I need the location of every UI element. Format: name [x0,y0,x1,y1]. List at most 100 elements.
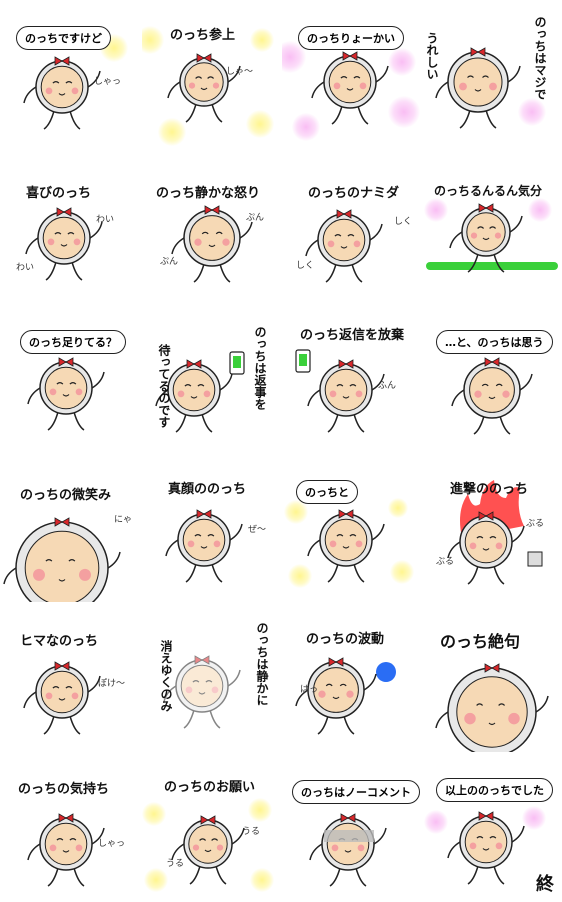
sticker-s8[interactable]: のっちるんるん気分 [422,152,562,302]
nocchi-character [451,357,533,435]
sound-effect-text: ぷん [246,213,265,223]
sticker-s4[interactable]: のっちはマジで うれしい [422,2,562,152]
sticker-caption: のっち絶句 [440,632,521,651]
sticker-art [426,203,558,273]
sparkle-glow [518,98,546,126]
sticker-caption: 進撃ののっち [450,482,529,497]
sparkle-glow [522,806,546,830]
sticker-s22[interactable]: のっちのお願いうるうる [142,752,282,902]
vertical-caption-2: 待ってるのです [157,344,171,428]
sticker-s18[interactable]: のっちは静かに消えゆくのみ [142,602,282,752]
sound-effect-text: ぷん [160,257,179,267]
sticker-s23[interactable]: のっちはノーコメント [282,752,422,902]
sound-effect-text: ふん [378,381,397,391]
nocchi-character [449,203,523,273]
nocchi-character [435,47,521,129]
nocchi-character [23,661,101,735]
sound-effect-text: しゃっ [98,839,126,849]
sticker-caption: のっちのナミダ [308,186,400,201]
sticker-s19[interactable]: のっちの波動はっ [282,602,422,752]
vertical-caption-2: うれしい [425,32,439,80]
sound-effect-text: ぶる [526,519,545,529]
speech-bubble: のっちりょーかい [298,26,404,50]
sticker-s15[interactable]: のっちと [282,452,422,602]
nocchi-character [25,207,103,281]
sound-effect-text: しく [394,217,413,227]
sticker-art [447,480,543,585]
speech-bubble: …と、のっちは思う [436,330,553,354]
sound-effect-text: にゃ [114,515,133,525]
sticker-art [27,357,105,431]
green-streak [426,262,558,270]
nocchi-character [165,509,243,583]
nocchi-character [155,359,233,433]
nocchi-character [307,359,385,433]
sticker-s7[interactable]: のっちのナミダしくしく [282,152,422,302]
vertical-caption: のっちは静かに [255,622,269,706]
nocchi-character [309,813,387,887]
sticker-s17[interactable]: ヒマなのっちぽけ〜 [2,602,142,752]
vertical-caption: のっちは返事を [253,326,267,410]
sticker-art [447,811,525,885]
sparkle-glow [388,48,416,76]
box-icon [527,551,543,567]
sound-effect-text: わい [96,215,115,225]
nocchi-character [447,811,525,885]
sticker-art [163,655,241,729]
sticker-art [23,56,101,130]
sparkle-glow [528,198,552,222]
sticker-s13[interactable]: のっちの微笑みにゃ [2,452,142,602]
sticker-s24[interactable]: 以上ののっちでした終 [422,752,562,902]
speech-bubble: のっちと [296,480,358,504]
sticker-art [307,509,385,583]
nocchi-character [447,511,525,585]
sticker-s5[interactable]: 喜びのっちわいわい [2,152,142,302]
sparkle-glow [292,113,320,141]
sticker-s9[interactable]: のっち足りてる？ [2,302,142,452]
sticker-art [171,815,245,885]
sticker-caption: のっちのお願い [164,780,256,795]
speech-bubble: のっちですけど [16,26,111,50]
sparkle-glow [424,810,448,834]
mosaic-censor [324,830,374,842]
sparkle-glow [284,500,308,524]
sound-effect-text: しく [296,261,315,271]
sticker-caption: のっちの微笑み [20,488,112,503]
sound-effect-text: うる [166,859,185,869]
sound-effect-text: しゃ〜 [226,67,254,77]
sticker-s1[interactable]: のっちですけどしゃっ [2,2,142,152]
energy-wave-icon [376,662,396,682]
sticker-art [155,351,245,433]
sparkle-glow [250,28,274,52]
sparkle-glow [144,868,168,892]
sparkle-glow [250,868,274,892]
sticker-s10[interactable]: のっちは返事を 待ってるのです [142,302,282,452]
sticker-art [167,53,241,123]
sparkle-glow [288,564,312,588]
sticker-s16[interactable]: 進撃ののっちぶるぶる [422,452,562,602]
sound-effect-text: はっ [300,685,319,695]
sticker-art [311,51,389,125]
sticker-s2[interactable]: のっち参上しゃ〜 [142,2,282,152]
vertical-caption: のっちはマジで [533,16,547,100]
sticker-s11[interactable]: のっち返信を放棄ふん [282,302,422,452]
sticker-caption: のっちの気持ち [18,782,110,797]
sticker-s3[interactable]: のっちりょーかい [282,2,422,152]
nocchi-character [305,209,383,283]
sparkle-glow [246,110,274,138]
nocchi-character [3,517,121,602]
nocchi-character [27,813,105,887]
sticker-art [305,209,383,283]
sticker-s12[interactable]: …と、のっちは思う [422,302,562,452]
speech-bubble: のっち足りてる？ [20,330,126,354]
sticker-s20[interactable]: のっち絶句 [422,602,562,752]
sticker-s14[interactable]: 真顔ののっちぜ〜 [142,452,282,602]
sticker-s21[interactable]: のっちの気持ちしゃっ [2,752,142,902]
sticker-art [435,47,521,129]
nocchi-character [163,655,241,729]
sound-effect-text: ぽけ〜 [98,679,126,689]
sticker-art [451,357,533,435]
sticker-art [23,661,101,735]
sticker-s6[interactable]: のっち静かな怒りぷんぷん [142,152,282,302]
